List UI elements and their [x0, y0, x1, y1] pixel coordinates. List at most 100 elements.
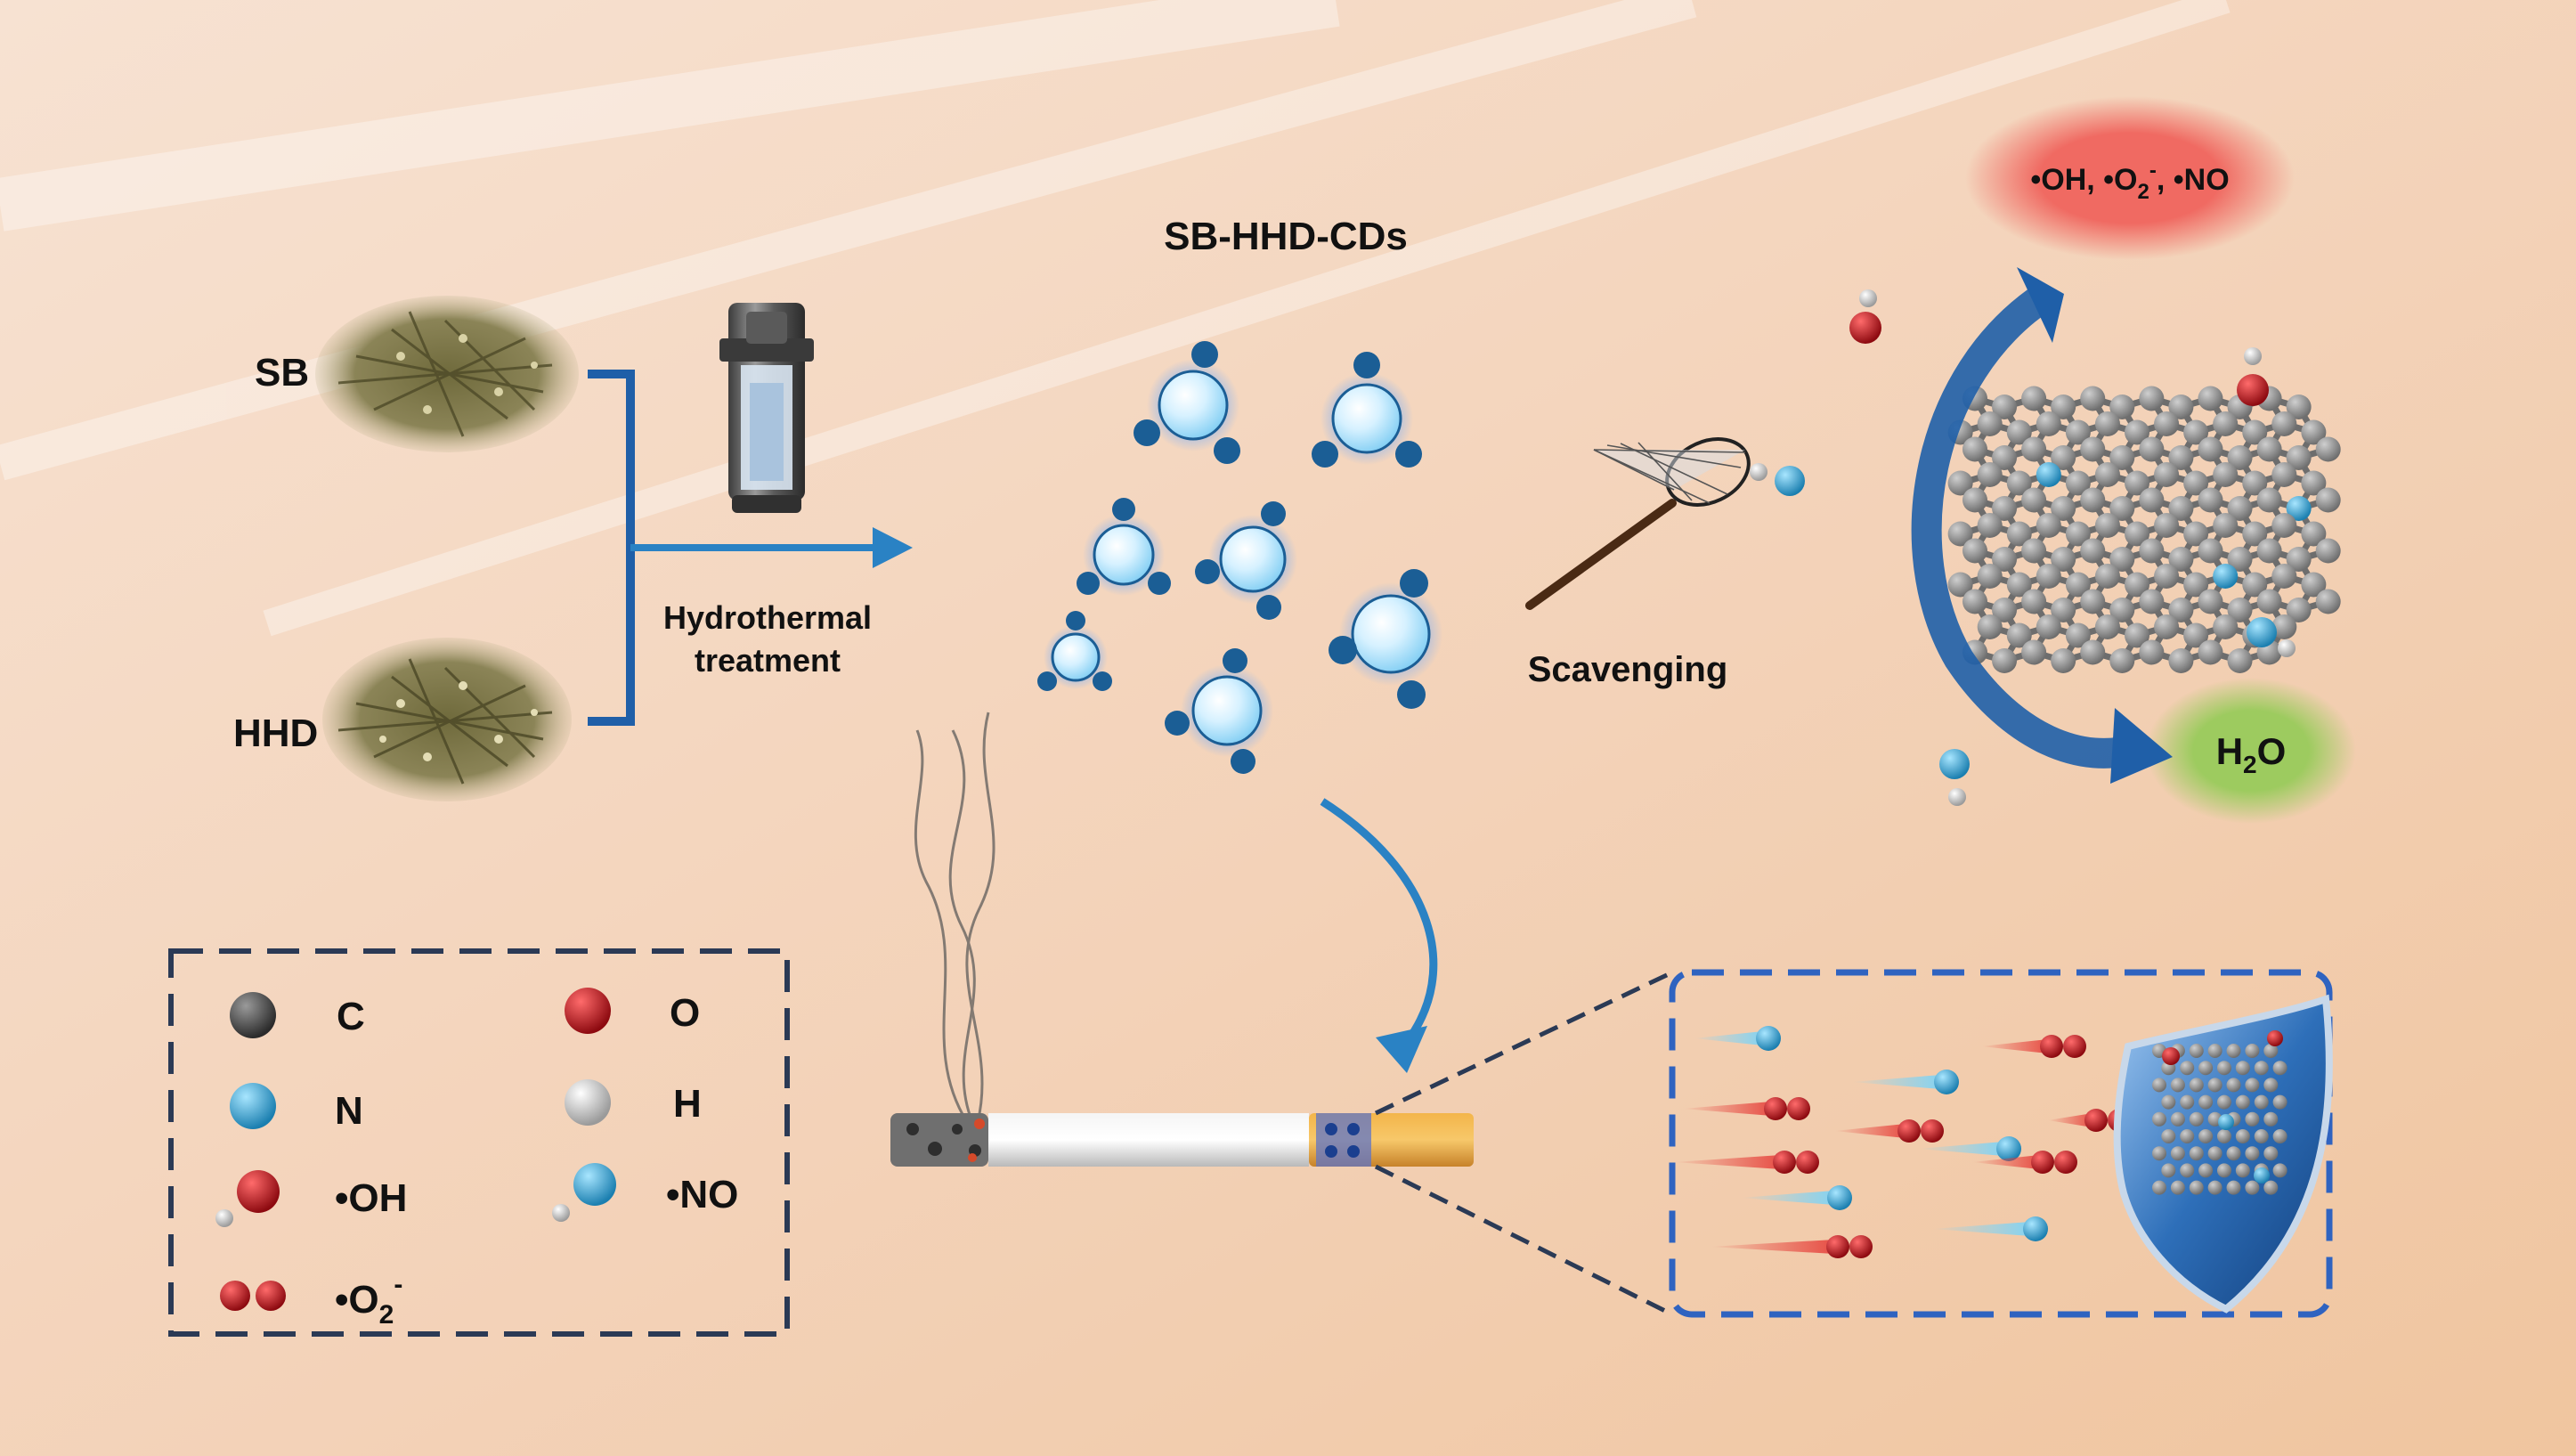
sb-herb-image: [315, 296, 579, 452]
shield-carbon-atom: [2198, 1163, 2214, 1178]
legend: C O N H •OH •NO •O2-: [215, 988, 738, 1330]
filter-zoom-box: [1669, 969, 2333, 1318]
shield-carbon-atom: [2235, 1094, 2250, 1110]
hydrothermal-label: Hydrothermal: [663, 599, 872, 636]
carbon-atom: [2021, 386, 2047, 411]
radical-trail: [1919, 1142, 2003, 1156]
shield-carbon-atom: [2180, 1094, 2195, 1110]
carbon-atom: [2036, 513, 2061, 538]
oxygen-atom: [1849, 312, 1881, 344]
carbon-atom: [2198, 386, 2223, 411]
oxygen-particle: [1849, 1235, 1873, 1258]
carbon-atom: [2198, 538, 2223, 564]
carbon-atom: [2227, 648, 2253, 673]
carbon-atom: [2036, 411, 2061, 436]
nitrogen-atom: [2036, 462, 2061, 487]
legend-hydroxyl-icon: [215, 1170, 280, 1227]
carbon-atom: [2168, 395, 2194, 419]
carbon-atom: [2065, 572, 2091, 598]
carbon-atom: [2286, 395, 2312, 419]
zoom-lines: [1374, 970, 1674, 1317]
shield-carbon-atom: [2245, 1146, 2260, 1161]
shield-carbon-atom: [2161, 1094, 2176, 1110]
shield-carbon-atom: [2245, 1180, 2260, 1195]
shield-carbon-atom: [2180, 1163, 2195, 1178]
carbon-atom: [2125, 419, 2149, 445]
oxygen-particle: [1921, 1119, 1944, 1143]
carbon-atom: [2315, 436, 2341, 462]
legend-oxygen-label: O: [670, 991, 700, 1035]
carbon-atom: [2256, 436, 2282, 462]
carbon-atom: [1992, 547, 2018, 572]
carbon-atom: [2051, 648, 2076, 673]
carbon-atom: [2198, 589, 2223, 614]
carbon-atom: [2006, 521, 2032, 547]
carbon-atom: [2139, 639, 2165, 665]
shield-carbon-atom: [2207, 1146, 2223, 1161]
radical-trail: [1694, 1031, 1763, 1045]
carbon-atom: [2198, 487, 2223, 513]
carbon-atom: [2021, 589, 2047, 614]
shield-carbon-atom: [2272, 1163, 2288, 1178]
shield-carbon-atom: [2272, 1094, 2288, 1110]
radical-trail: [1683, 1102, 1772, 1116]
shield-carbon-atom: [2170, 1180, 2185, 1195]
radical-trail: [1852, 1075, 1941, 1089]
carbon-atom: [2006, 622, 2032, 648]
shield-carbon-atom: [2263, 1180, 2279, 1195]
legend-superoxide-icon: [220, 1281, 286, 1311]
carbon-atom: [1947, 521, 1973, 547]
scavenging-arrow-head-top: [2017, 267, 2064, 343]
carbon-atom: [1977, 564, 2003, 589]
radicals-label: •OH, •O2-, •NO: [2030, 159, 2229, 204]
carbon-atom: [2213, 462, 2239, 487]
carbon-atom: [2051, 598, 2076, 622]
carbon-atom: [2227, 547, 2253, 572]
carbon-atom: [2109, 496, 2135, 521]
oxygen-particle: [1773, 1151, 1796, 1174]
carbon-atom: [2080, 639, 2106, 665]
carbon-atom: [2125, 470, 2149, 496]
carbon-atom: [2242, 470, 2268, 496]
shield-nitrogen-atom: [2254, 1167, 2270, 1184]
legend-box: [168, 948, 790, 1337]
shield-carbon-atom: [2254, 1061, 2269, 1076]
carbon-atom: [2080, 386, 2106, 411]
shield-carbon-atom: [2180, 1061, 2195, 1076]
shield-carbon-atom: [2245, 1111, 2260, 1127]
carbon-atom: [2094, 462, 2120, 487]
nitric-oxide-particle: [1996, 1136, 2021, 1161]
hydrogen-atom: [2244, 347, 2262, 365]
shield-carbon-atom: [2263, 1078, 2279, 1093]
treatment-label: treatment: [695, 642, 841, 679]
shield-carbon-atom: [2189, 1078, 2204, 1093]
hydrogen-atom: [1750, 463, 1767, 481]
carbon-atom: [2139, 386, 2165, 411]
nitric-oxide-particle: [1827, 1185, 1852, 1210]
carbon-atom: [1977, 411, 2003, 436]
carbon-atom: [2139, 589, 2165, 614]
legend-hydroxyl-label: •OH: [335, 1176, 407, 1220]
water-label: H2O: [2216, 730, 2287, 778]
nitrogen-atom: [2213, 564, 2239, 589]
shield-carbon-atom: [2263, 1111, 2279, 1127]
oxygen-particle: [1796, 1151, 1819, 1174]
shield-carbon-atom: [2207, 1044, 2223, 1058]
carbon-atom: [1992, 496, 2018, 521]
oxygen-particle: [2084, 1109, 2108, 1132]
shield-carbon-atom: [2170, 1146, 2185, 1161]
carbon-atom: [2168, 648, 2194, 673]
carbon-atom: [2154, 614, 2180, 639]
carbon-atom: [2125, 622, 2149, 648]
nitric-oxide-particle: [1934, 1070, 1959, 1094]
carbon-atom: [2065, 470, 2091, 496]
carbon-atom: [2051, 547, 2076, 572]
carbon-atom: [2080, 436, 2106, 462]
butterfly-net-icon: [1525, 437, 1751, 610]
carbon-atom: [2198, 436, 2223, 462]
carbon-atom: [1962, 538, 1987, 564]
carbon-atom: [2315, 538, 2341, 564]
shield-carbon-atom: [2254, 1094, 2269, 1110]
carbon-dot: [1195, 501, 1297, 620]
shield-carbon-atom: [2189, 1044, 2204, 1058]
